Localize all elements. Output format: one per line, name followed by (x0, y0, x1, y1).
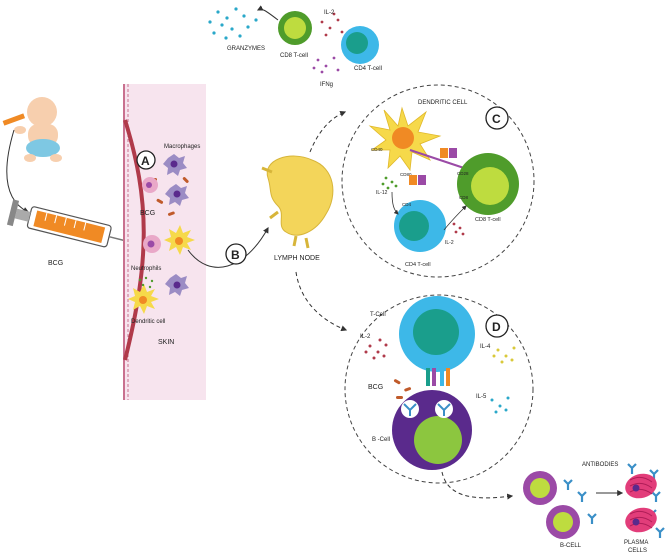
antibody-icon-d (403, 403, 451, 416)
baby-to-syringe-arrow (6, 129, 30, 213)
synapse-d (426, 368, 450, 386)
tcell-d-label: T-Cell (370, 312, 386, 318)
blood-vessel (123, 119, 146, 361)
panel-d-badge: D (485, 314, 509, 338)
il2-top-label: IL-2 (324, 10, 335, 16)
top-cytokine-cluster: GRANZYMES CD8 T-cell IL-2 CD4 T-cell IFN… (208, 5, 382, 88)
cd28-label: CD28 (457, 171, 469, 176)
cd40-label: CD40 (371, 147, 383, 152)
il12-to-cd4-arrow (391, 191, 399, 215)
panel-a-badge: A (136, 150, 156, 170)
bcell-output-1 (523, 471, 557, 505)
il12-dots-c (381, 176, 398, 190)
il2-dots-c (452, 222, 465, 236)
ifng-label: IFNg (320, 82, 333, 88)
plasma-cells-label-line1: PLASMA (624, 540, 648, 546)
cd8-marker-label: CD8 (459, 195, 468, 200)
macrophage-cells (163, 154, 189, 206)
cd4-tcell-top-label: CD4 T-cell (354, 66, 382, 72)
granzymes-label: GRANZYMES (227, 46, 265, 52)
bcg-bacteria-d (393, 379, 412, 399)
svg-text:A: A (141, 154, 150, 168)
cd4-tcell-c-label: CD4 T-cell (405, 262, 431, 268)
cd4-to-cd8-arrow (443, 205, 467, 231)
il2-dots-top (320, 12, 344, 37)
cd4-tcell-c (394, 200, 446, 252)
panel-d-to-output-arrow (441, 471, 514, 500)
small-syringe-icon (2, 113, 26, 126)
cd80-label: CD80 (400, 172, 412, 177)
cd8-tcell-top (278, 11, 312, 45)
il2-label-c: IL-2 (445, 240, 454, 246)
bcell-d-label: B -Cell (372, 437, 390, 443)
lymph-node-label: LYMPH NODE (274, 255, 320, 262)
il2-label-d: IL-2 (360, 334, 371, 340)
macrophages-label: Macrophages (164, 144, 200, 150)
plasma-cell-1 (625, 473, 657, 499)
bcg-d-label: BCG (368, 384, 383, 391)
purple-cell-skin (165, 274, 189, 296)
cd8-tcell-top-label: CD8 T-cell (280, 53, 308, 59)
neutrophils-label: Neutrophils (131, 266, 161, 272)
svg-text:B: B (231, 248, 240, 262)
skin-panel (123, 84, 206, 400)
il5-dots-d (490, 396, 510, 414)
panel-d-circle (344, 294, 534, 484)
cd4-tcell-top (341, 26, 379, 64)
panel-b-badge: B (225, 243, 247, 265)
skin-dots (138, 276, 154, 289)
cd8-to-granzyme-arrow (256, 5, 279, 21)
svg-text:C: C (492, 112, 501, 126)
neutrophil-cells (142, 177, 161, 253)
il4-dots-d (492, 346, 516, 364)
bcell-output-label: B-CELL (560, 543, 582, 549)
il4-label-d: IL-4 (480, 344, 491, 350)
baby-illustration (14, 97, 62, 162)
dendritic-cell-skin (128, 225, 195, 314)
dendritic-cell-c-label: DENDRITIC CELL (418, 100, 468, 106)
plasma-cell-2 (625, 507, 657, 533)
il5-label-d: IL-5 (476, 394, 487, 400)
bcell-d (392, 390, 472, 470)
antibodies-label: ANTIBODIES (582, 462, 618, 468)
bcg-skin-label: BCG (140, 210, 155, 217)
skin-to-lymph-arrow (187, 226, 269, 268)
il2-dots-d (364, 338, 388, 360)
plasma-cells-label-line2: CELLS (628, 548, 647, 554)
lymph-to-d-arrow (295, 271, 348, 332)
dendritic-cell-skin-label: Dendritic cell (131, 319, 165, 325)
svg-text:D: D (492, 320, 501, 334)
receptor-complex-c (409, 148, 471, 185)
bcell-output-2 (546, 505, 580, 539)
bcg-syringe-label: BCG (48, 260, 63, 267)
lymph-node-icon (261, 155, 334, 249)
ifng-dots (312, 56, 340, 74)
bcg-syringe-icon (6, 199, 139, 248)
cd8-tcell-c-label: CD8 T-cell (475, 217, 501, 223)
cd8-tcell-c (457, 153, 519, 215)
panel-c-badge: C (485, 106, 509, 130)
tcell-d (399, 296, 475, 372)
lymph-to-c-arrow (309, 111, 347, 153)
cd4-marker-label: CD4 (402, 202, 411, 207)
il12-label-c: IL-12 (376, 190, 388, 196)
skin-label: SKIN (158, 339, 174, 346)
granzyme-dots (208, 7, 258, 40)
